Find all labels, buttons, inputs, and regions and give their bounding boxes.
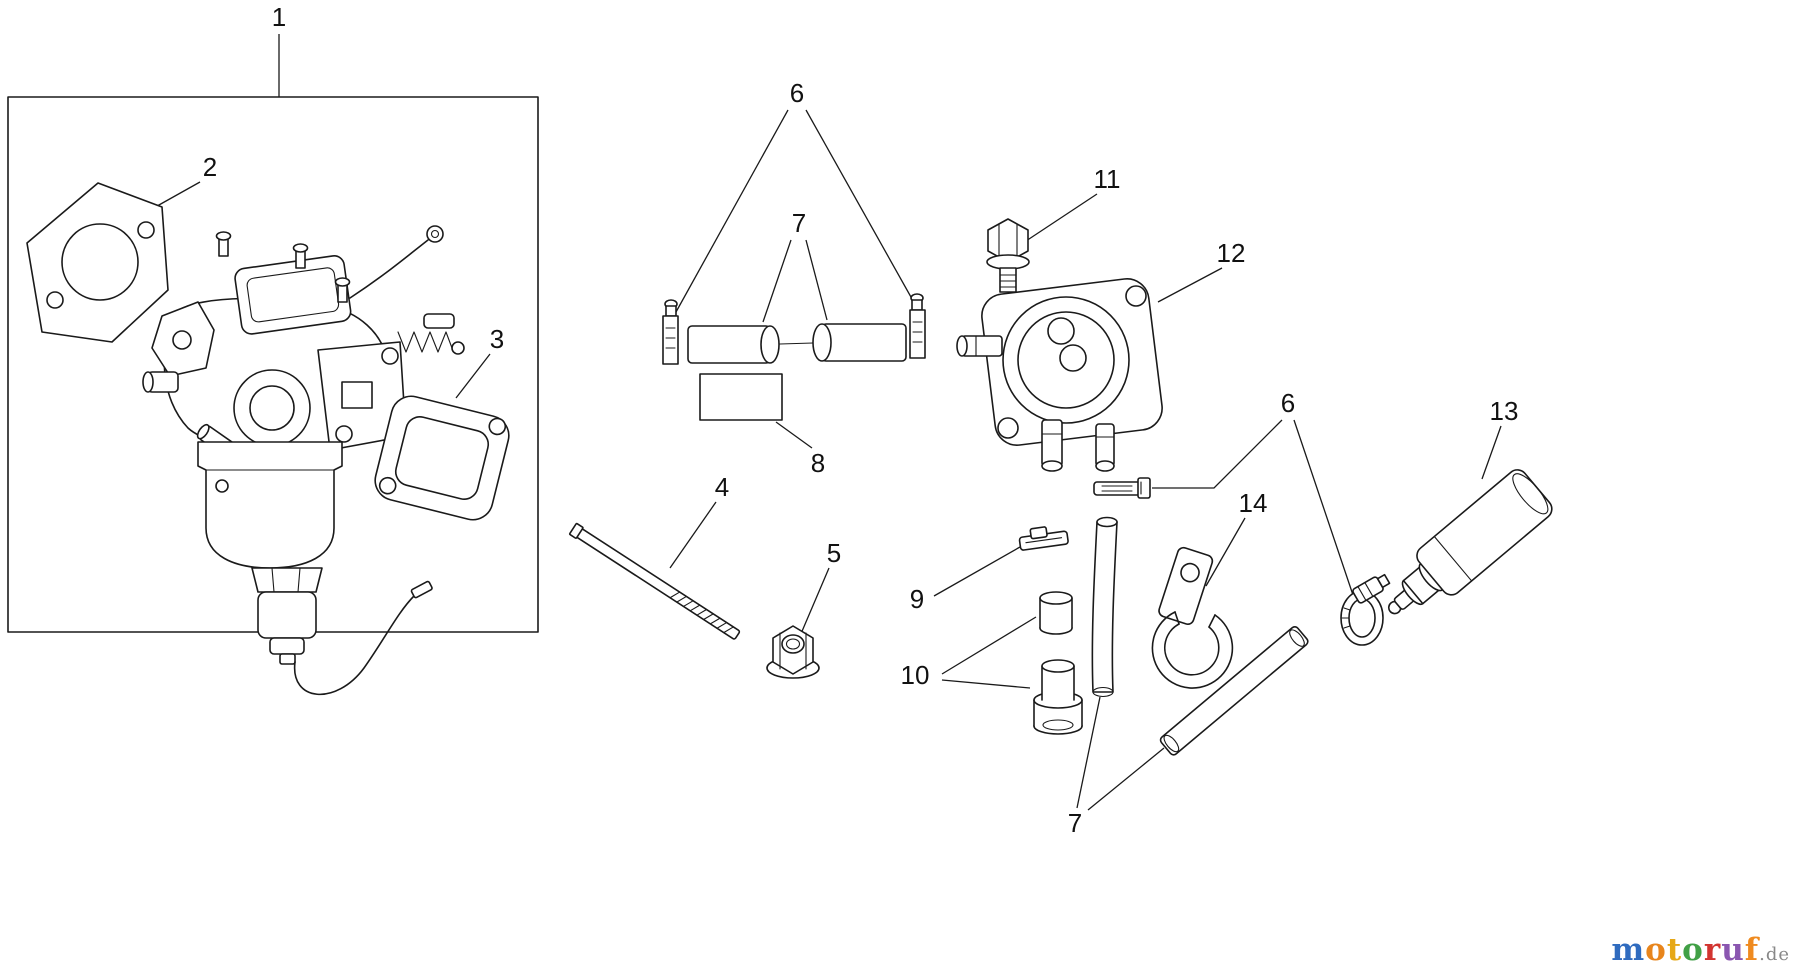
logo-letter: f	[1744, 932, 1760, 968]
motoruf-logo[interactable]: motoruf.de	[1611, 932, 1790, 968]
callout-14: 14	[1239, 488, 1268, 518]
flange-nut	[766, 625, 820, 679]
spacer-plate	[699, 373, 783, 421]
fuel-hose-diagonal	[1159, 625, 1309, 756]
pump-bolt	[986, 218, 1030, 293]
callout-10: 10	[901, 660, 930, 690]
fuel-fitting-upper	[1039, 591, 1073, 635]
hose-clamp-upper-right	[909, 293, 926, 359]
callout-4: 4	[715, 472, 729, 502]
callout-13: 13	[1490, 396, 1519, 426]
carb-gasket	[374, 395, 510, 521]
logo-letter: m	[1611, 932, 1646, 968]
worm-gear-clamp	[1340, 573, 1391, 646]
callout-7-lower: 7	[1068, 808, 1082, 838]
logo-letter: o	[1645, 932, 1667, 968]
fuel-pump	[956, 278, 1163, 472]
logo-letter: t	[1666, 932, 1683, 968]
callout-2: 2	[203, 152, 217, 182]
carburetor-assembly	[142, 225, 465, 696]
fuel-fitting-lower	[1033, 659, 1083, 735]
callout-8: 8	[811, 448, 825, 478]
fuel-filter	[1387, 469, 1553, 615]
clamp-bracket	[1151, 546, 1234, 689]
callout-11: 11	[1094, 164, 1121, 194]
callout-1: 1	[272, 2, 286, 32]
hose-clamp-small	[1093, 477, 1151, 499]
callout-9: 9	[910, 584, 924, 614]
logo-letter: r	[1703, 932, 1722, 968]
mounting-gasket	[26, 182, 169, 343]
fuel-hose-upper	[687, 323, 907, 364]
hose-clamp-upper-left	[662, 299, 679, 365]
logo-suffix: .de	[1759, 944, 1790, 965]
logo-letter: u	[1721, 932, 1745, 968]
callout-7-upper: 7	[792, 208, 806, 238]
mounting-stud	[569, 522, 741, 640]
callout-3: 3	[490, 324, 504, 354]
callout-12: 12	[1217, 238, 1246, 268]
callout-6-right: 6	[1281, 388, 1295, 418]
callout-labels: 1 2 3 4 5 6 7 8 9 10 11 12 6 13 14 7	[203, 2, 1519, 838]
callout-6-upper: 6	[790, 78, 804, 108]
logo-letter: o	[1682, 932, 1704, 968]
spring-clamp	[1018, 526, 1069, 551]
callout-5: 5	[827, 538, 841, 568]
fuel-hose-vertical	[1091, 516, 1118, 698]
leader-lines	[149, 34, 1502, 811]
